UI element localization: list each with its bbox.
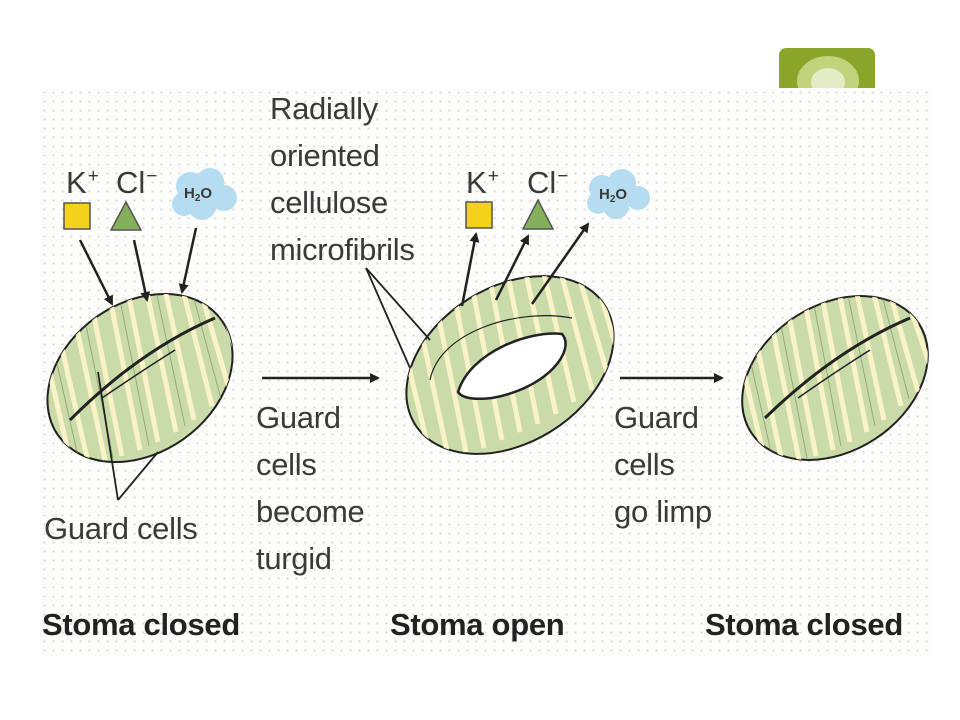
guard-cells-closed-right: [732, 279, 937, 463]
slide-badge: [779, 48, 875, 88]
ion-efflux-arrows: [460, 222, 590, 307]
chloride-triangle-right: [521, 198, 555, 230]
ion-influx-arrows: [78, 227, 198, 306]
potassium-label-left: K+: [66, 165, 99, 200]
water-label-left: H2O: [184, 185, 213, 205]
turgid-line-1: Guard: [256, 400, 341, 435]
caption-stoma-closed-left: Stoma closed: [42, 607, 240, 642]
potassium-square-left: [63, 202, 91, 230]
potassium-label-right: K+: [466, 165, 499, 200]
guard-cells-closed-left: [37, 275, 247, 464]
limp-line-3: go limp: [614, 494, 712, 529]
potassium-square-right: [465, 201, 493, 229]
water-cloud-right: [587, 169, 650, 219]
chloride-label-left: Cl−: [116, 165, 158, 200]
water-label-right: H2O: [599, 186, 628, 206]
turgid-line-3: become: [256, 494, 365, 529]
guard-cells-open: [397, 273, 623, 457]
microfibrils-line-2: oriented: [270, 138, 380, 173]
caption-stoma-closed-right: Stoma closed: [705, 607, 903, 642]
turgid-line-2: cells: [256, 447, 317, 482]
limp-line-1: Guard: [614, 400, 699, 435]
water-cloud-left: [172, 168, 237, 220]
limp-line-2: cells: [614, 447, 675, 482]
chloride-triangle-left: [109, 200, 143, 231]
guard-cells-pointers: [97, 371, 159, 501]
chloride-label-right: Cl−: [527, 165, 569, 200]
badge-dot: [811, 68, 845, 88]
caption-stoma-open: Stoma open: [390, 607, 565, 642]
microfibrils-line-3: cellulose: [270, 185, 388, 220]
guard-cells-label: Guard cells: [44, 511, 198, 546]
microfibril-pointers: [365, 267, 431, 369]
turgid-line-4: turgid: [256, 541, 332, 576]
microfibrils-line-1: Radially: [270, 91, 378, 126]
microfibrils-line-4: microfibrils: [270, 232, 415, 267]
